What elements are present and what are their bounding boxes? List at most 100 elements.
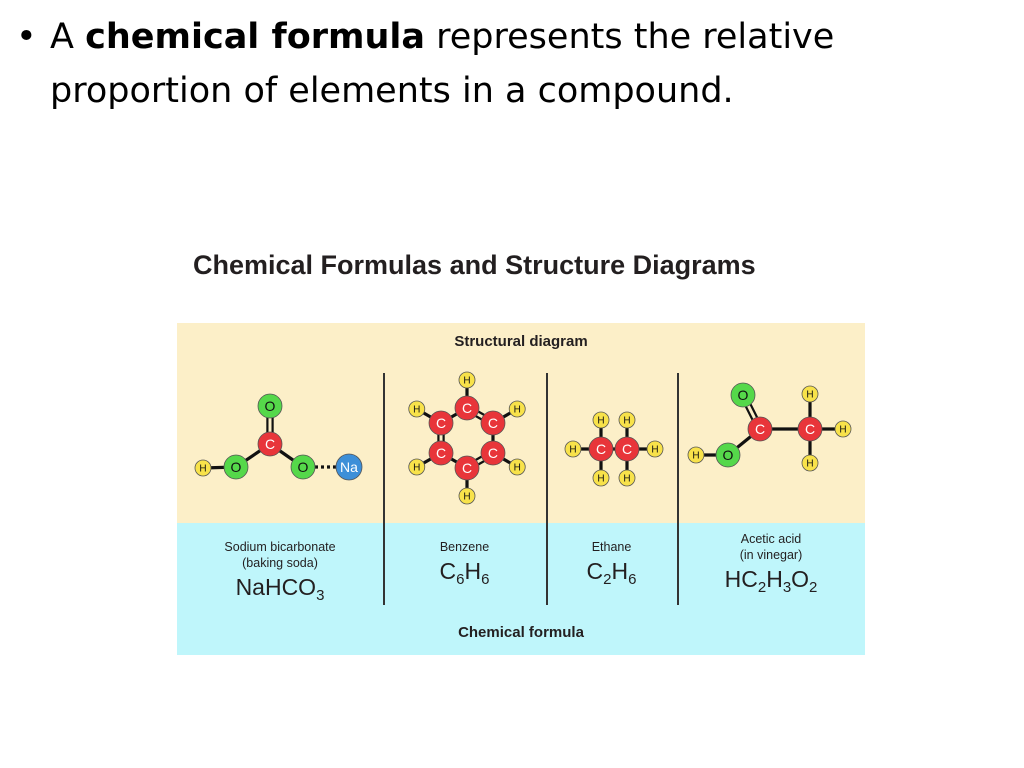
atom-o: O xyxy=(290,454,316,480)
compound-name: Benzene xyxy=(439,540,490,554)
compound-formula: HC2H3O2 xyxy=(677,565,865,596)
column-divider xyxy=(677,373,679,605)
bullet-text-bold: chemical formula xyxy=(85,17,426,57)
atom-symbol: H xyxy=(839,425,846,436)
atom-symbol: C xyxy=(488,445,498,461)
atom-c: C xyxy=(588,436,614,462)
atom-na: Na xyxy=(335,453,363,481)
atom-symbol: H xyxy=(692,451,699,462)
atom-symbol: C xyxy=(462,400,472,416)
formula-subscript: 6 xyxy=(628,571,637,588)
atom-c: C xyxy=(797,416,823,442)
atom-h: H xyxy=(618,469,636,487)
atom-symbol: O xyxy=(231,459,242,475)
atom-h: H xyxy=(618,411,636,429)
formula-subscript: 2 xyxy=(603,571,612,588)
atom-symbol: H xyxy=(623,474,630,485)
bullet-text-pre: A xyxy=(50,17,86,57)
atom-o: O xyxy=(223,454,249,480)
compound-name: Sodium bicarbonate xyxy=(224,540,336,554)
compound-formula: C2H6 xyxy=(546,557,677,588)
atom-o: O xyxy=(715,442,741,468)
atom-c: C xyxy=(614,436,640,462)
atom-symbol: Na xyxy=(340,459,358,475)
atom-h: H xyxy=(564,440,582,458)
atom-h: H xyxy=(508,400,526,418)
atom-symbol: H xyxy=(597,416,604,427)
atom-symbol: H xyxy=(623,416,630,427)
atom-c: C xyxy=(428,440,454,466)
compound-label-ethane: Ethane C2H6 xyxy=(546,539,677,588)
atom-h: H xyxy=(194,459,212,477)
formula-symbol: H xyxy=(766,566,783,592)
formula-symbol: H xyxy=(611,558,629,584)
compound-name: Ethane xyxy=(591,540,632,554)
atom-symbol: H xyxy=(514,405,521,416)
atom-symbol: O xyxy=(265,398,276,414)
compound-label-acetic-acid: Acetic acid (in vinegar) HC2H3O2 xyxy=(677,531,865,596)
atom-h: H xyxy=(834,420,852,438)
atom-symbol: H xyxy=(651,445,658,456)
atom-h: H xyxy=(592,469,610,487)
atom-c: C xyxy=(257,431,283,457)
atom-symbol: H xyxy=(514,463,521,474)
atom-symbol: H xyxy=(199,464,206,475)
atom-c: C xyxy=(428,410,454,436)
bullet-point: • A chemical formula represents the rela… xyxy=(16,10,976,118)
atom-c: C xyxy=(747,416,773,442)
formula-symbol: NaHCO xyxy=(235,574,317,600)
bullet-text: A chemical formula represents the relati… xyxy=(50,10,976,118)
atom-c: C xyxy=(480,440,506,466)
formula-symbol: HC xyxy=(724,566,758,592)
atom-symbol: C xyxy=(265,436,275,452)
atom-symbol: C xyxy=(436,445,446,461)
compound-name-note: (baking soda) xyxy=(242,556,318,570)
atom-h: H xyxy=(458,371,476,389)
atom-c: C xyxy=(480,410,506,436)
column-divider xyxy=(546,373,548,605)
formula-subscript: 3 xyxy=(316,587,325,604)
compound-name: Acetic acid xyxy=(740,532,802,546)
atom-symbol: C xyxy=(488,415,498,431)
atom-symbol: C xyxy=(436,415,446,431)
column-divider xyxy=(383,373,385,605)
chemical-formula-label: Chemical formula xyxy=(458,624,584,641)
structural-diagram-label: Structural diagram xyxy=(454,333,588,350)
bullet-marker: • xyxy=(16,17,37,57)
atom-h: H xyxy=(801,385,819,403)
atom-symbol: H xyxy=(806,459,813,470)
formula-subscript: 3 xyxy=(782,579,792,596)
compound-name-note: (in vinegar) xyxy=(739,548,803,562)
bullet-text-post: represents the relative proportion of el… xyxy=(50,17,835,111)
atom-symbol: O xyxy=(738,387,749,403)
compound-formula: NaHCO3 xyxy=(177,573,383,604)
atom-h: H xyxy=(687,446,705,464)
atom-h: H xyxy=(801,454,819,472)
atom-c: C xyxy=(454,455,480,481)
atom-h: H xyxy=(508,458,526,476)
atom-h: H xyxy=(408,458,426,476)
compound-label-sodium-bicarbonate: Sodium bicarbonate (baking soda) NaHCO3 xyxy=(177,539,383,604)
formula-subscript: 6 xyxy=(481,571,490,588)
atom-symbol: C xyxy=(622,441,632,457)
compound-label-benzene: Benzene C6H6 xyxy=(383,539,546,588)
atom-symbol: H xyxy=(413,405,420,416)
atom-h: H xyxy=(408,400,426,418)
formula-symbol: O xyxy=(791,566,810,592)
atom-symbol: H xyxy=(597,474,604,485)
diagram-title: Chemical Formulas and Structure Diagrams xyxy=(193,250,756,280)
formula-subscript: 2 xyxy=(757,579,767,596)
atom-h: H xyxy=(592,411,610,429)
atom-h: H xyxy=(646,440,664,458)
formula-subscript: 6 xyxy=(456,571,465,588)
atom-symbol: H xyxy=(413,463,420,474)
formula-symbol: H xyxy=(464,558,482,584)
formula-subscript: 2 xyxy=(809,579,818,596)
atom-symbol: H xyxy=(463,376,470,387)
atom-symbol: C xyxy=(462,460,472,476)
atom-c: C xyxy=(454,395,480,421)
atom-h: H xyxy=(458,487,476,505)
atom-o: O xyxy=(730,382,756,408)
